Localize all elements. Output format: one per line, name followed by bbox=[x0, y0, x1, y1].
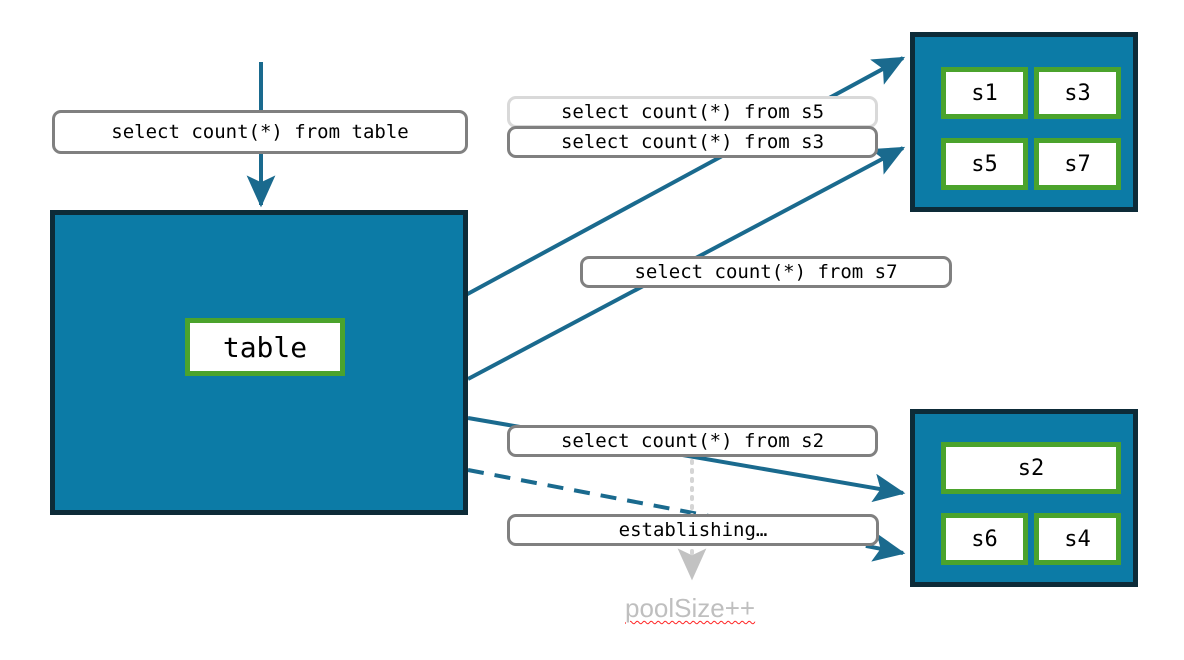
label-query-s3[interactable]: select count(*) from s3 bbox=[507, 126, 878, 158]
label-pool-size-increment: poolSize++ bbox=[625, 593, 756, 623]
table-container[interactable]: table bbox=[50, 210, 468, 515]
label-query-s2[interactable]: select count(*) from s2 bbox=[507, 425, 878, 457]
label-query-s5[interactable]: select count(*) from s5 bbox=[507, 96, 878, 128]
label-query-s7[interactable]: select count(*) from s7 bbox=[580, 256, 952, 288]
pool-bottom-node-s6[interactable]: s6 bbox=[941, 513, 1028, 565]
pool-top-node-s1[interactable]: s1 bbox=[941, 67, 1028, 119]
pool-top-container[interactable]: s1 s3 s5 s7 bbox=[910, 32, 1138, 212]
pool-bottom-node-s2[interactable]: s2 bbox=[941, 442, 1121, 494]
pool-top-node-s5[interactable]: s5 bbox=[941, 138, 1028, 190]
pool-top-node-s3[interactable]: s3 bbox=[1034, 67, 1121, 119]
pool-bottom-node-s4[interactable]: s4 bbox=[1034, 513, 1121, 565]
node-table[interactable]: table bbox=[185, 318, 345, 376]
label-root-query[interactable]: select count(*) from table bbox=[52, 110, 468, 154]
pool-top-node-s7[interactable]: s7 bbox=[1034, 138, 1121, 190]
label-establishing[interactable]: establishing… bbox=[507, 514, 879, 546]
pool-bottom-container[interactable]: s2 s6 s4 bbox=[910, 409, 1138, 587]
